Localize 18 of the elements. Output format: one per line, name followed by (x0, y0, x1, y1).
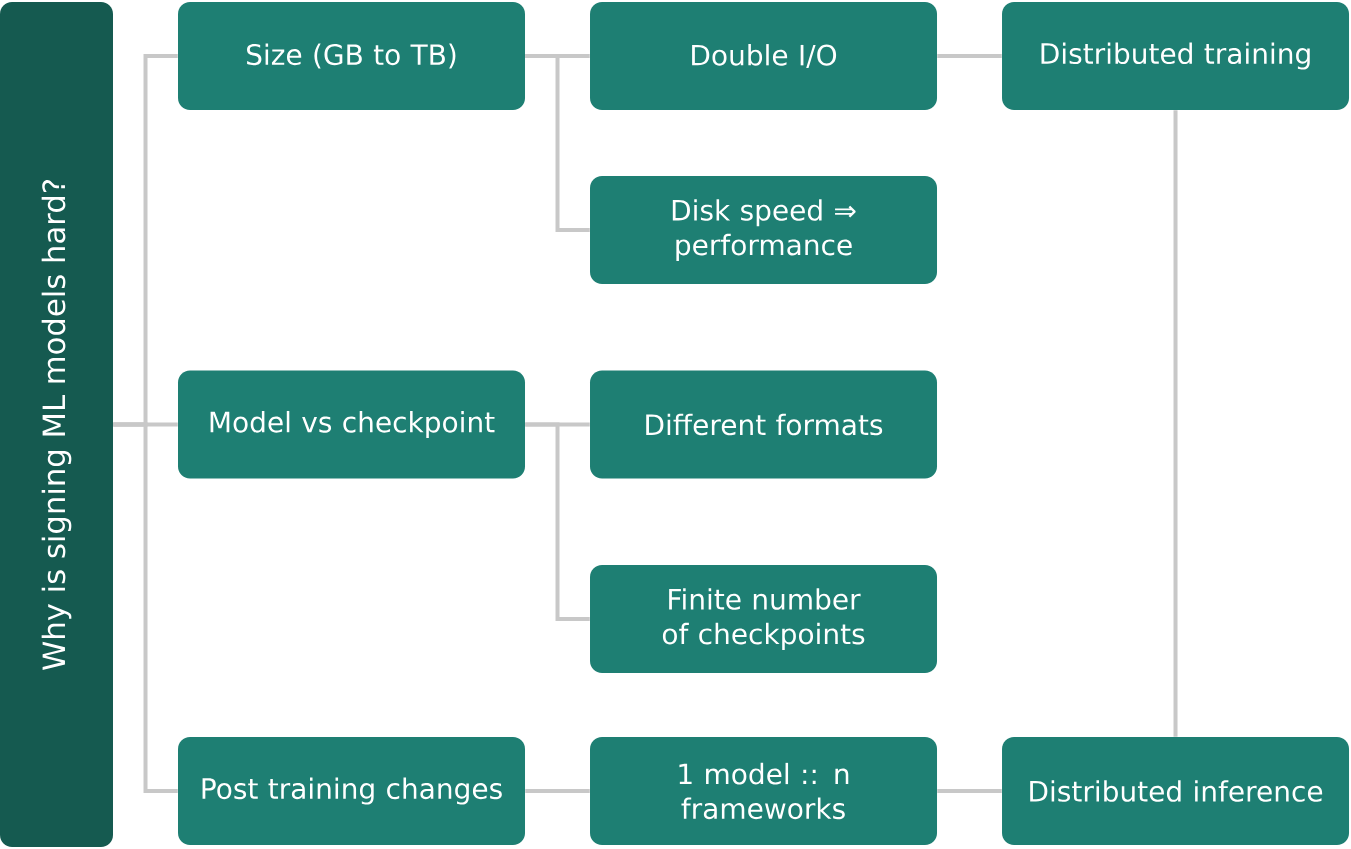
connector-line (937, 789, 1002, 793)
connector-line (525, 422, 590, 621)
title-band: Why is signing ML models hard? (0, 2, 113, 847)
connector-line (937, 54, 1002, 58)
connector-line (113, 422, 178, 793)
connector-line (525, 54, 590, 232)
connector-line (1173, 110, 1178, 737)
topic-box: Distributed training (1002, 2, 1349, 110)
topic-box: Different formats (590, 370, 937, 479)
topic-box: Disk speed ⇒ performance (590, 176, 937, 284)
topic-box: Model vs checkpoint (178, 370, 525, 479)
topic-box: 1 model :: n frameworks (590, 737, 937, 845)
topic-box: Double I/O (590, 2, 937, 110)
topic-box: Size (GB to TB) (178, 2, 525, 110)
topic-box: Finite number of checkpoints (590, 565, 937, 673)
connector-line (525, 789, 590, 793)
topic-box: Distributed inference (1002, 737, 1349, 845)
topic-box: Post training changes (178, 737, 525, 845)
